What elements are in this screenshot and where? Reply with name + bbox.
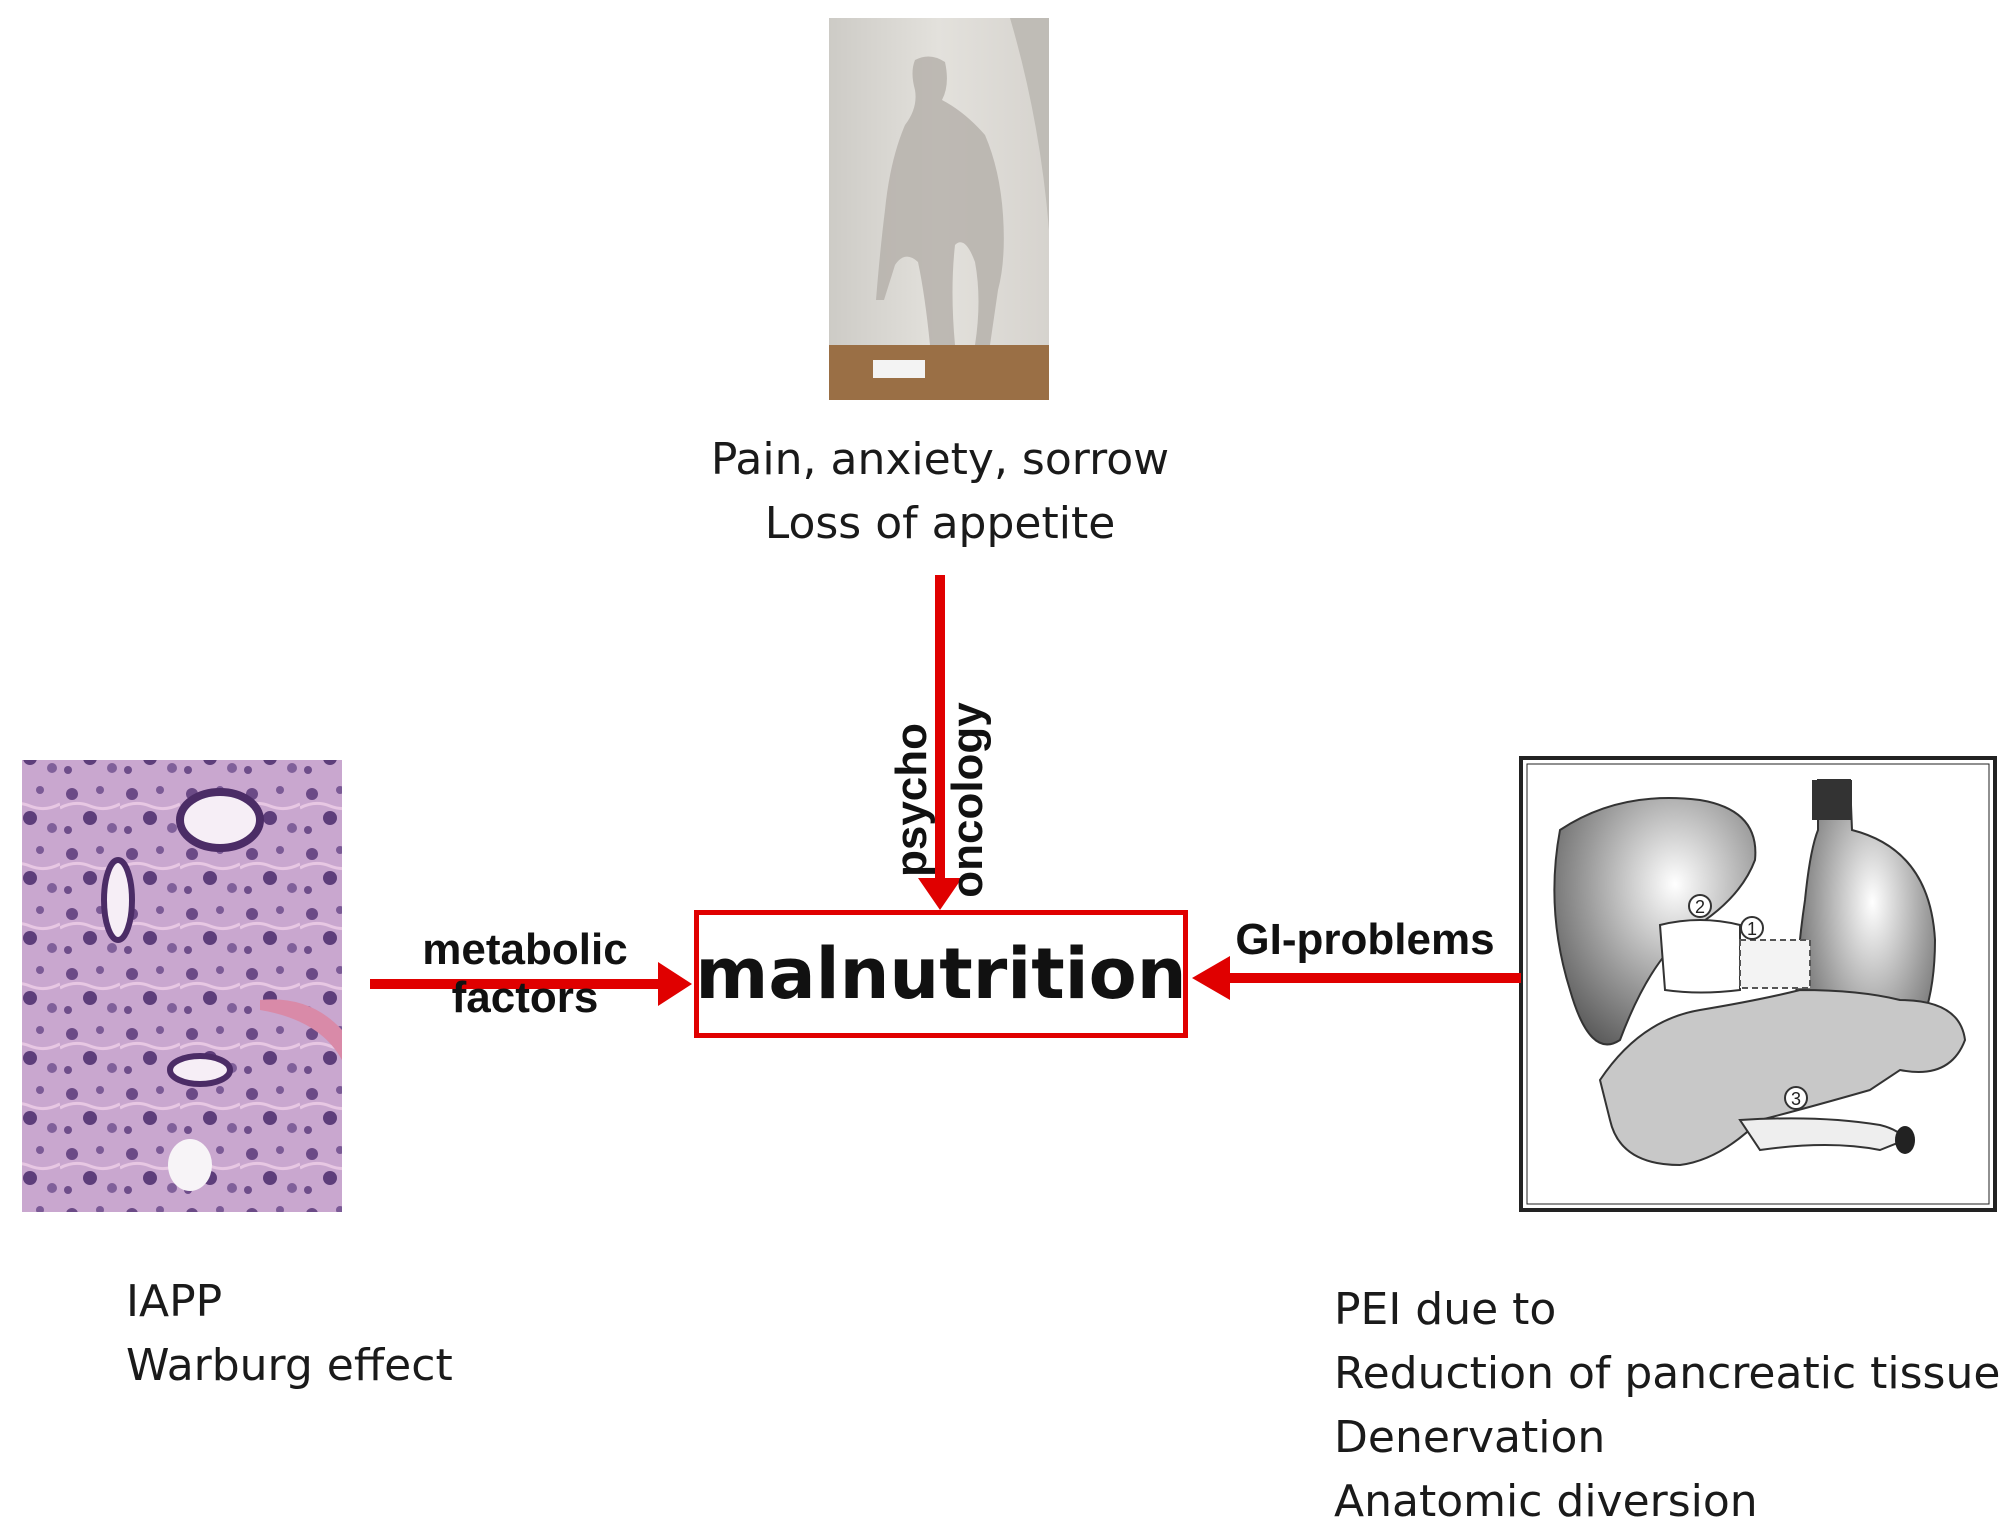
arrow-label-line: factors — [451, 973, 599, 1022]
right-caption-line: PEI due to — [1334, 1284, 1557, 1335]
anatomy-illustration: 2 1 3 — [1519, 756, 1997, 1212]
arrow-label-line: GI-problems — [1235, 915, 1495, 964]
intestine-shape — [1598, 988, 1967, 1167]
left-caption: IAPP Warburg effect — [126, 1270, 453, 1398]
right-caption-line: Reduction of pancreatic tissue — [1334, 1348, 2001, 1399]
arrow-left — [370, 962, 692, 1006]
center-label: malnutrition — [695, 933, 1187, 1015]
top-caption-line: Pain, anxiety, sorrow — [710, 434, 1170, 485]
histology-photo — [22, 760, 342, 1212]
arrow-top — [918, 575, 962, 910]
gi-problems-label: GI-problems — [1210, 918, 1520, 962]
marker-2: 2 — [1695, 897, 1705, 917]
marker-1: 1 — [1747, 919, 1757, 939]
right-caption: PEI due to Reduction of pancreatic tissu… — [1334, 1278, 2000, 1534]
marker-3: 3 — [1791, 1089, 1801, 1109]
left-caption-line: Warburg effect — [126, 1340, 453, 1391]
arrow-right — [1192, 956, 1521, 1000]
arrow-label-line: metabolic — [422, 925, 628, 974]
right-caption-line: Denervation — [1334, 1412, 1606, 1463]
top-caption: Pain, anxiety, sorrow Loss of appetite — [640, 428, 1240, 556]
arrow-label-line: oncology — [943, 702, 992, 898]
human-silhouette — [876, 56, 1004, 345]
right-caption-line: Anatomic diversion — [1334, 1476, 1758, 1527]
metabolic-factors-label: metabolic factors — [380, 928, 670, 1020]
psycho-oncology-label: psycho oncology — [887, 680, 992, 920]
silhouette-photo — [829, 18, 1049, 400]
malnutrition-box: malnutrition — [694, 910, 1188, 1038]
left-caption-line: IAPP — [126, 1276, 223, 1327]
arrow-label-line: psycho — [887, 722, 936, 878]
top-caption-line: Loss of appetite — [764, 498, 1116, 549]
